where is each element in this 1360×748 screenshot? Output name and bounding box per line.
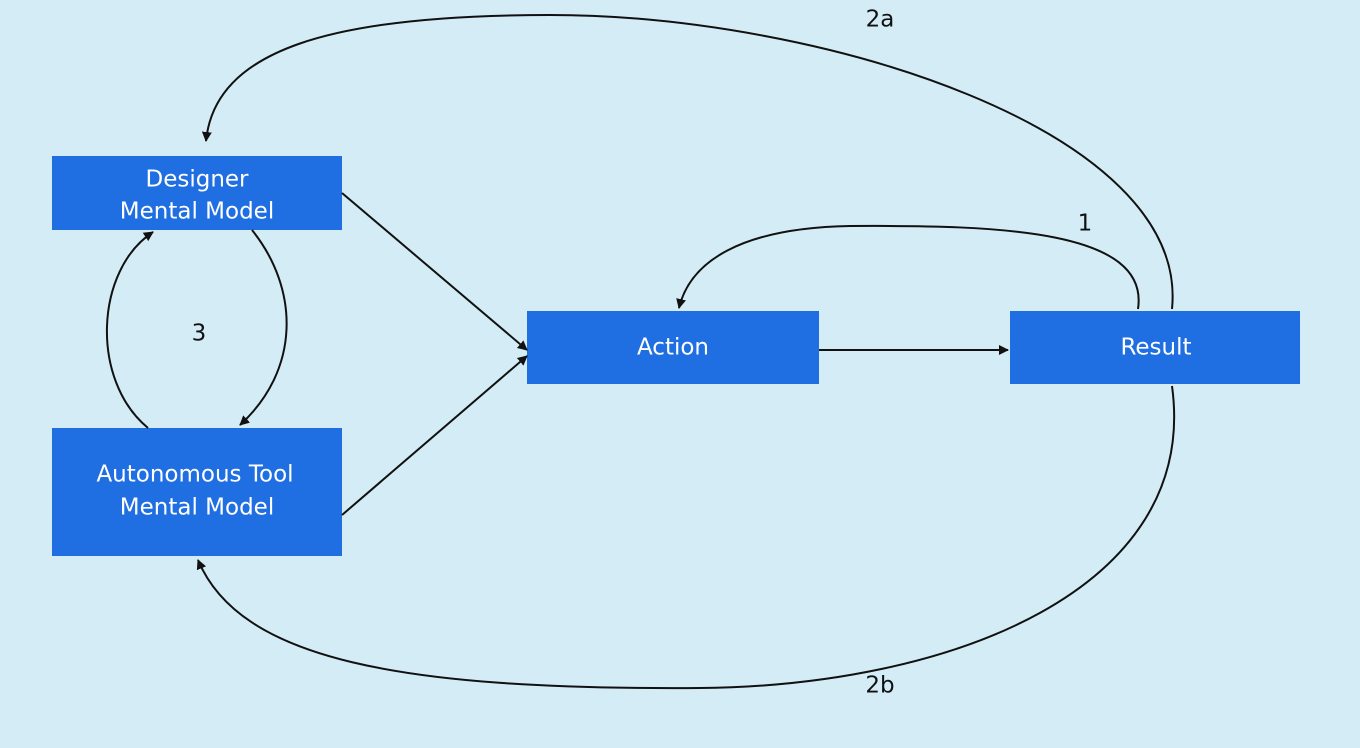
loop-3-tool-to-designer bbox=[106, 231, 154, 429]
loop-3-designer-to-tool bbox=[239, 229, 288, 426]
loop-3-label: 3 bbox=[192, 321, 207, 347]
loop-1-label: 1 bbox=[1078, 211, 1093, 237]
designer-node-line-1: Designer bbox=[145, 167, 249, 193]
loop-1-result-to-action bbox=[676, 224, 1140, 310]
edge-designer-to-action bbox=[341, 192, 528, 351]
loop-2b-label: 2b bbox=[865, 673, 894, 699]
action-node-label: Action bbox=[637, 335, 709, 361]
loop-2a-label: 2a bbox=[866, 7, 895, 33]
result-node-label: Result bbox=[1120, 335, 1191, 361]
action-node: Action bbox=[527, 311, 819, 384]
result-node: Result bbox=[1010, 311, 1300, 384]
tool-node-line-1: Autonomous Tool bbox=[96, 462, 293, 488]
designer-node-line-2: Mental Model bbox=[120, 199, 274, 225]
designer-mental-model-node: Designer Mental Model bbox=[52, 156, 342, 230]
loop-2b-result-to-tool bbox=[196, 385, 1175, 690]
autonomous-tool-mental-model-node: Autonomous Tool Mental Model bbox=[52, 428, 342, 556]
loop-2a-result-to-designer bbox=[201, 13, 1174, 310]
tool-node-line-2: Mental Model bbox=[120, 495, 274, 521]
edge-tool-to-action bbox=[341, 355, 528, 516]
